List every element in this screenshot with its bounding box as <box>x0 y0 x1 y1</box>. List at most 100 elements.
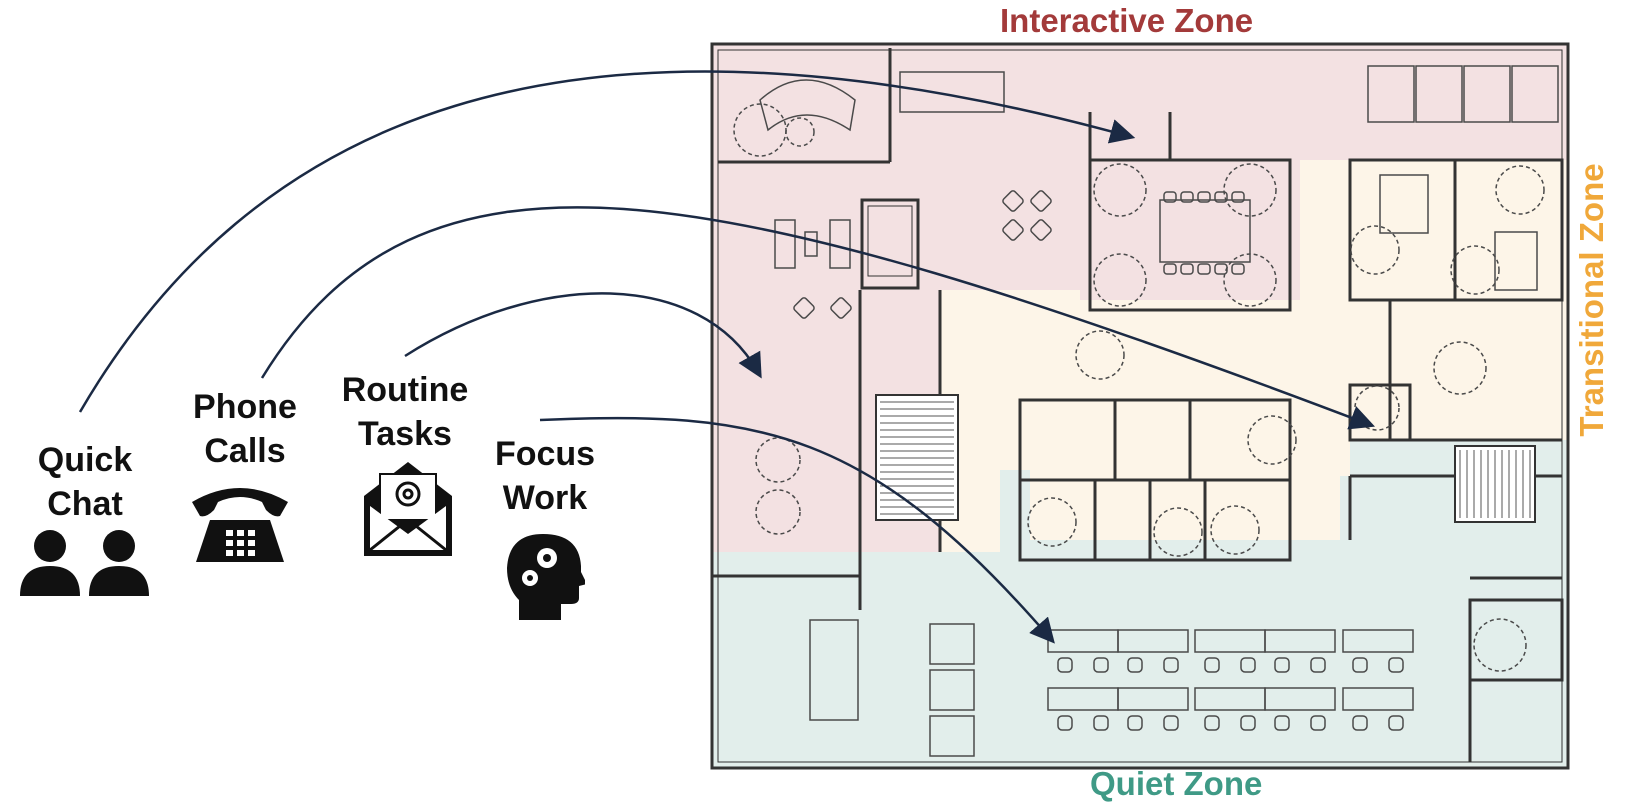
transitional-zone-label: Transitional Zone <box>1573 163 1610 437</box>
workstation-desk <box>1342 629 1414 653</box>
chair <box>1214 191 1228 203</box>
workstation-desk <box>1264 629 1336 653</box>
bench-table <box>899 71 1005 113</box>
round-table <box>1153 507 1203 557</box>
lounge-chair <box>793 297 815 319</box>
round-table <box>1027 497 1077 547</box>
activity-quick-chat: Quick Chat <box>15 438 155 526</box>
activity-phone-calls: Phone Calls <box>180 385 310 473</box>
activity-label-line1: Quick <box>37 441 133 479</box>
chair <box>1127 657 1143 673</box>
round-table <box>785 117 815 147</box>
chair <box>1274 657 1290 673</box>
chair <box>1204 657 1220 673</box>
desk-phone-icon <box>192 488 288 562</box>
chair <box>1180 191 1194 203</box>
activity-routine-tasks: Routine Tasks <box>335 368 475 456</box>
head-gears-icon <box>507 534 585 620</box>
chair <box>1352 657 1368 673</box>
chair <box>1204 715 1220 731</box>
activity-label-line1: Phone <box>193 388 297 426</box>
chair <box>1163 263 1177 275</box>
round-table <box>1354 385 1400 431</box>
round-table <box>1210 505 1260 555</box>
chair <box>1197 263 1211 275</box>
lounge-chair <box>1030 190 1052 212</box>
round-table <box>1093 163 1147 217</box>
chair <box>1231 191 1245 203</box>
chair <box>1388 715 1404 731</box>
quiet-zone-label: Quiet Zone <box>1090 765 1263 802</box>
activity-label-line2: Tasks <box>358 415 452 453</box>
cubicle <box>1463 65 1511 123</box>
lounge-sofa <box>759 79 856 132</box>
round-table <box>1450 245 1500 295</box>
two-people-icon <box>20 530 149 596</box>
meeting-table <box>1494 231 1538 291</box>
chair <box>1231 263 1245 275</box>
activity-label-line1: Routine <box>341 371 469 409</box>
lounge-chair <box>1002 219 1024 241</box>
round-table <box>1433 341 1487 395</box>
activity-label-line2: Calls <box>204 432 286 470</box>
chair <box>1240 715 1256 731</box>
cubicle <box>1511 65 1559 123</box>
chair <box>1352 715 1368 731</box>
round-table <box>1473 618 1527 672</box>
lounge-chair <box>1002 190 1024 212</box>
chair <box>1163 657 1179 673</box>
workstation-desk <box>1117 629 1189 653</box>
chair <box>1057 715 1073 731</box>
round-table <box>755 437 801 483</box>
activity-focus-work: Focus Work <box>490 432 600 520</box>
lounge-chair <box>830 297 852 319</box>
chair <box>1214 263 1228 275</box>
furniture <box>733 65 1559 757</box>
arrow-phone-calls <box>260 206 1376 430</box>
round-table <box>1350 225 1400 275</box>
round-table <box>1495 165 1545 215</box>
cubicle <box>1415 65 1463 123</box>
workstation-desk <box>1264 687 1336 711</box>
chair <box>1388 657 1404 673</box>
workstation-desk <box>1117 687 1189 711</box>
activity-label-line2: Work <box>502 479 588 517</box>
chair <box>1163 191 1177 203</box>
chair <box>1093 657 1109 673</box>
chair <box>1240 657 1256 673</box>
chair <box>1180 263 1194 275</box>
round-table <box>1223 163 1277 217</box>
chair <box>1310 715 1326 731</box>
bench-desk <box>929 669 975 711</box>
activity-label-line1: Focus <box>494 435 596 473</box>
chair <box>1197 191 1211 203</box>
chair <box>1163 715 1179 731</box>
meeting-table <box>1379 174 1429 234</box>
workstation-desk <box>1342 687 1414 711</box>
chair <box>1127 715 1143 731</box>
quiet-zone-area <box>712 440 1568 768</box>
coffee-table <box>804 231 818 257</box>
desk-block <box>809 619 859 721</box>
round-table <box>1093 253 1147 307</box>
walls <box>710 42 1570 770</box>
bench-desk <box>929 623 975 665</box>
round-table <box>755 489 801 535</box>
activity-arrows <box>78 70 1376 644</box>
arrow-routine-tasks <box>404 292 762 379</box>
transitional-zone-area <box>940 160 1568 552</box>
chair <box>1310 657 1326 673</box>
stairs <box>875 394 1536 523</box>
round-table <box>1075 330 1125 380</box>
email-envelope-icon <box>364 462 452 556</box>
chair <box>1274 715 1290 731</box>
round-table <box>1247 415 1297 465</box>
sofa <box>774 219 796 269</box>
chair <box>1093 715 1109 731</box>
interactive-zone-label: Interactive Zone <box>1000 2 1254 39</box>
activity-label-line2: Chat <box>47 485 123 523</box>
bench-desk <box>929 715 975 757</box>
cubicle <box>1367 65 1415 123</box>
